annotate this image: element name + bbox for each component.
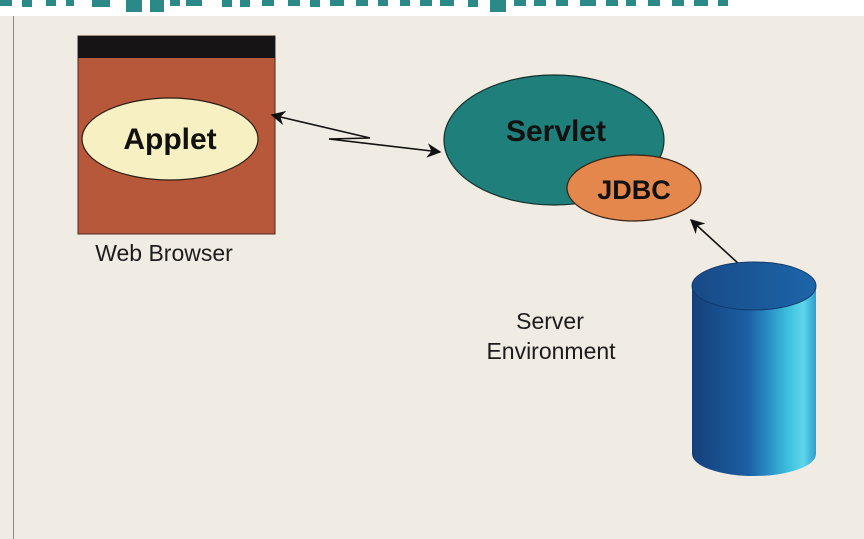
frame-left-rule [13,16,14,539]
servlet-label: Servlet [506,115,606,148]
jdbc-label: JDBC [597,175,671,205]
applet-servlet-connection [270,110,442,158]
cropped-heading-fragment [0,0,728,12]
database-cylinder-icon [691,261,817,476]
applet-node [81,97,259,181]
web-browser-caption: Web Browser [95,240,233,266]
server-environment-caption-line2: Environment [486,338,616,364]
browser-titlebar [78,36,275,58]
server-environment-caption-line1: Server [516,308,584,334]
jdbc-node [566,154,702,222]
applet-label: Applet [123,123,216,156]
